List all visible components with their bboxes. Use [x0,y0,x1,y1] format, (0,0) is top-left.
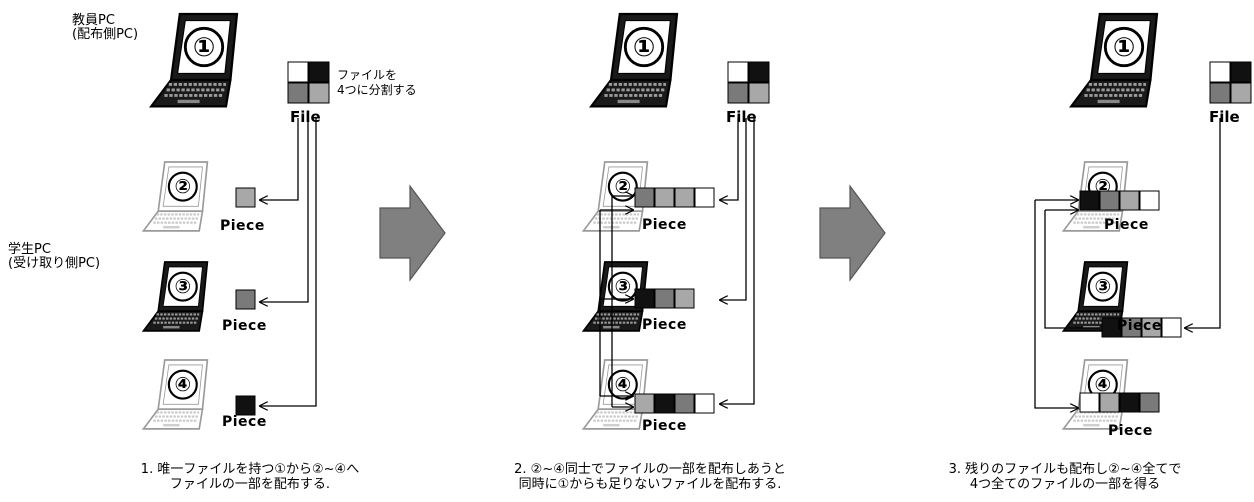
file-icon-panel-1 [287,61,330,104]
piece-p3-pc2 [1079,190,1160,211]
teacher-laptop-3: ① [1068,12,1159,108]
file-label-3: File [1209,108,1240,126]
piece-p3-pc4 [1079,392,1160,413]
big-arrow-step-2-to-3 [819,184,886,282]
piece-label-p3-2: Piece [1104,217,1149,233]
piece-label-p3-3: Piece [1117,318,1162,334]
piece-p2-pc2 [634,187,715,208]
student-laptop-3-panel-3-number: ③ [1094,275,1111,298]
student-laptop-3-panel-2-number: ③ [614,275,631,298]
p1-arrow-to-pc4 [260,118,317,406]
student-laptop-4-panel-1-number: ④ [174,373,191,396]
split-note-line1: ファイルを [337,68,398,82]
piece-label-p1-3: Piece [222,318,267,334]
p2-arrow-file-to-pc3 [720,118,747,300]
file-icon-panel-2 [727,61,770,104]
step-3-description: 3. 残りのファイルも配布し②~④全てで 4つ全てのファイルの一部を得る [895,462,1235,492]
piece-p1-pc2 [235,187,256,208]
student-laptop-3-panel-1-number: ③ [174,275,191,298]
file-label-2: File [726,108,757,126]
p3-arrow-file-to-pc3 [1185,118,1221,328]
teacher-pc-label-line2: (配布側PC) [72,27,139,42]
student-laptop-2-panel-2-number: ② [614,175,631,198]
piece-label-p2-2: Piece [642,217,687,233]
teacher-laptop-1-number: ① [193,32,215,63]
teacher-laptop-1: ① [148,12,239,108]
piece-p3-pc3 [1101,317,1182,338]
step-3-line1: 3. 残りのファイルも配布し②~④全てで [948,462,1182,477]
piece-label-p1-4: Piece [222,414,267,430]
p3-bus-to-pc4 [1034,200,1078,408]
piece-label-p3-4: Piece [1108,423,1153,439]
student-laptop-2-panel-1: ② [141,161,209,232]
step-3-line2: 4つ全てのファイルの一部を得る [969,477,1161,492]
teacher-laptop-2: ① [588,12,679,108]
p2-arrow-file-to-pc4 [720,118,755,404]
student-pc-label-line2: (受け取り側PC) [8,256,101,271]
piece-label-p2-4: Piece [642,418,687,434]
student-laptop-4-panel-1: ④ [141,359,209,430]
piece-label-p1-2: Piece [220,218,265,234]
p2-arrow-file-to-pc2 [720,118,739,200]
step-2-description: 2. ②~④同士でファイルの一部を配布しあうと 同時に①からも足りないファイルを… [450,462,850,492]
student-laptop-4-panel-3-number: ④ [1094,373,1111,396]
step-2-line2: 同時に①からも足りないファイルを配布する. [518,477,782,492]
student-laptop-4-panel-2-number: ④ [614,373,631,396]
student-pc-label: 学生PC (受け取り側PC) [8,243,100,271]
piece-label-p2-3: Piece [642,317,687,333]
teacher-pc-label-line1: 教員PC [72,13,115,28]
file-icon-panel-3 [1209,61,1252,104]
big-arrow-step-1-to-2 [379,184,446,282]
step-1-description: 1. 唯一ファイルを持つ①から②~④へ ファイルの一部を配布する. [80,462,420,492]
piece-p1-pc3 [235,289,256,310]
split-note: ファイルを 4つに分割する [337,68,417,98]
p1-arrow-to-pc2 [260,118,299,200]
p1-arrow-to-pc3 [260,118,309,302]
student-pc-label-line1: 学生PC [8,242,51,257]
teacher-laptop-3-number: ① [1113,32,1135,63]
piece-p2-pc3 [634,288,695,309]
piece-p2-pc4 [634,393,715,414]
piece-p1-pc4 [235,395,256,416]
step-1-line1: 1. 唯一ファイルを持つ①から②~④へ [140,462,360,477]
teacher-pc-label: 教員PC (配布側PC) [72,14,138,42]
student-laptop-2-panel-1-number: ② [174,175,191,198]
student-laptop-3-panel-1: ③ [141,261,209,332]
file-label-1: File [290,108,321,126]
teacher-laptop-2-number: ① [633,32,655,63]
step-1-line2: ファイルの一部を配布する. [169,477,331,492]
p3-bus-from-pc3 [1044,210,1100,329]
split-note-line2: 4つに分割する [337,83,417,97]
step-2-line1: 2. ②~④同士でファイルの一部を配布しあうと [514,462,786,477]
